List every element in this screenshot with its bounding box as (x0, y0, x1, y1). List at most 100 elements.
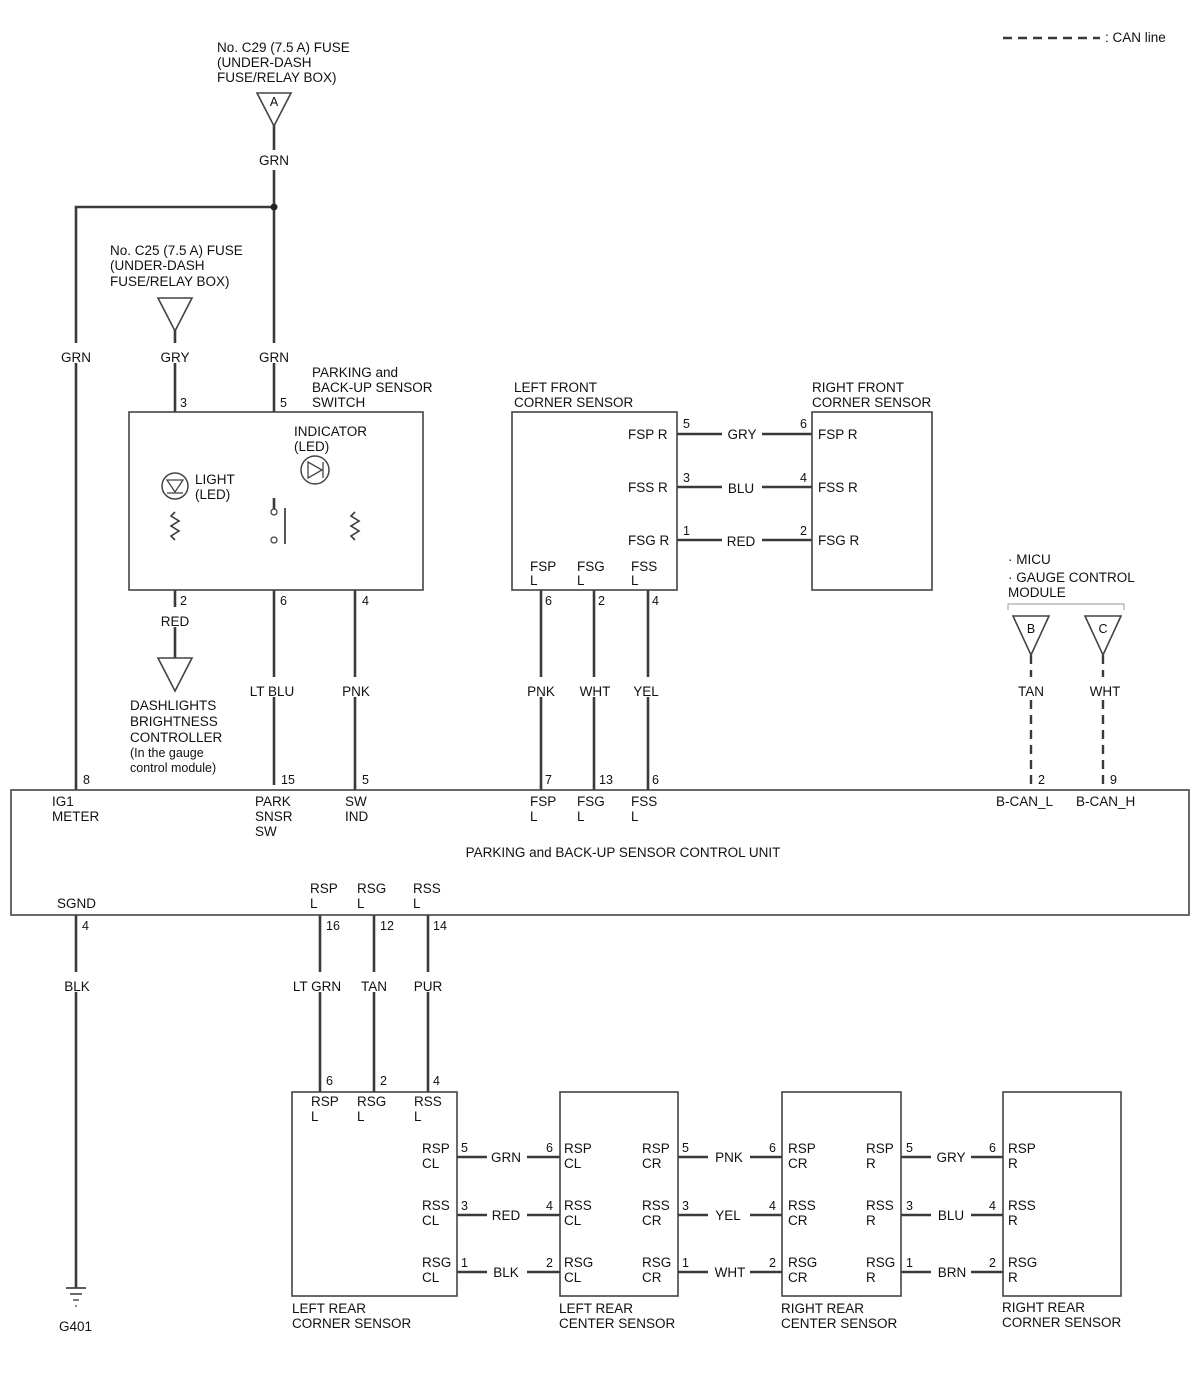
rear-wire-labels-3: GRY BLU BRN (931, 1147, 971, 1282)
resistor-icon (349, 511, 361, 541)
terminal-label: CR (642, 1270, 662, 1285)
fuse-c29: No. C29 (7.5 A) FUSE (UNDER-DASH FUSE/RE… (217, 40, 350, 128)
terminal-label: RSG (642, 1255, 671, 1270)
resistor-icon (169, 511, 181, 541)
wire-grn-ig1 (74, 205, 274, 790)
control-unit-title: PARKING and BACK-UP SENSOR CONTROL UNIT (466, 845, 781, 860)
terminal-label: RSS (422, 1198, 450, 1213)
dashlights-label: BRIGHTNESS (130, 714, 218, 729)
terminal-label: FSP R (628, 427, 668, 442)
terminal-label: CL (422, 1270, 440, 1285)
pin-label: 2 (1038, 773, 1045, 787)
ground-label: G401 (59, 1319, 92, 1334)
front-wire-labels: GRY BLU RED (722, 424, 762, 550)
pin-label: 6 (989, 1141, 996, 1155)
parking-backup-sensor-control-unit: 8 15 5 7 13 6 2 9 IG1 METER PARK SNSR SW… (10, 773, 1190, 933)
terminal-label: RSP (311, 1094, 339, 1109)
wire-label-gry: GRY (727, 427, 756, 442)
pin-label: 4 (433, 1074, 440, 1088)
terminal-label: RSG (422, 1255, 451, 1270)
terminal-label: RSS (564, 1198, 592, 1213)
pin-label: 2 (800, 524, 807, 538)
connector-b-label: B (1027, 622, 1035, 636)
micu-label: MODULE (1008, 585, 1066, 600)
terminal-label: RSP (310, 881, 338, 896)
wire-label-blk: BLK (64, 979, 90, 994)
pin-label: 5 (906, 1141, 913, 1155)
connector-c-triangle (1083, 615, 1123, 657)
light-label: LIGHT (195, 472, 235, 487)
wire-label-gry: GRY (160, 350, 189, 365)
terminal-label: SW (255, 824, 277, 839)
terminal-label: R (1008, 1156, 1018, 1171)
lower-wire-labels: BLK LT GRN TAN PUR (57, 972, 448, 994)
sensor-name: CORNER SENSOR (1002, 1315, 1122, 1330)
wire-label-pnk: PNK (527, 684, 555, 699)
wire-label-pur: PUR (414, 979, 443, 994)
junction-dot (270, 203, 278, 211)
pin-label: 15 (281, 773, 295, 787)
pin-label: 4 (362, 594, 369, 608)
fuse-c29-label: (UNDER-DASH (217, 55, 312, 70)
terminal-label: RSG (357, 1094, 386, 1109)
wire-label-red: RED (161, 614, 190, 629)
right-front-sensor-box (811, 411, 933, 591)
pin-label: 9 (1110, 773, 1117, 787)
terminal-label: L (631, 809, 639, 824)
sensor-name: CORNER SENSOR (292, 1316, 412, 1331)
terminal-label: CL (564, 1270, 582, 1285)
sensor-name: RIGHT FRONT (812, 380, 904, 395)
terminal-label: FSS (631, 559, 657, 574)
terminal-label: L (357, 1109, 365, 1124)
pin-label: 13 (599, 773, 613, 787)
right-rear-center-sensor: 6 4 2 RSP CR RSS CR RSG CR RSP R RSS R R… (769, 1091, 913, 1331)
micu-bracket (1007, 603, 1125, 610)
right-rear-center-box (781, 1091, 902, 1297)
pin-label: 6 (800, 417, 807, 431)
terminal-label: RSP (564, 1141, 592, 1156)
wire-label-blu: BLU (938, 1208, 964, 1223)
pin-label: 3 (683, 471, 690, 485)
terminal-label: RSG (357, 881, 386, 896)
terminal-label: FSS R (818, 480, 858, 495)
wire-label-tan: TAN (361, 979, 387, 994)
connector-b-triangle (1011, 615, 1051, 657)
terminal-label: CL (422, 1156, 440, 1171)
wire-label-ltgrn: LT GRN (293, 979, 341, 994)
wire-label-grn: GRN (259, 350, 289, 365)
terminal-label: L (414, 1109, 422, 1124)
fuse-c25-triangle (156, 297, 194, 333)
fuse-c25-label: No. C25 (7.5 A) FUSE (110, 243, 243, 258)
terminal-label: CR (642, 1213, 662, 1228)
legend-can-line-label: : CAN line (1105, 30, 1166, 45)
terminal-label: CL (422, 1213, 440, 1228)
terminal-label: L (311, 1109, 319, 1124)
left-rear-corner-sensor: RSP L RSG L RSS L RSP CL RSS CL RSG CL 5… (291, 1091, 468, 1331)
terminal-label: RSS (642, 1198, 670, 1213)
micu-gauge-control-module: · MICU · GAUGE CONTROL MODULE B C (1007, 552, 1135, 657)
terminal-label: R (866, 1156, 876, 1171)
pin-label: 4 (800, 471, 807, 485)
sensor-name: LEFT REAR (292, 1301, 366, 1316)
wire-label-pnk: PNK (715, 1150, 743, 1165)
dashlights-label: DASHLIGHTS (130, 698, 216, 713)
terminal-label: SW (345, 794, 367, 809)
connector-a-label: A (270, 95, 279, 109)
terminal-label: RSP (866, 1141, 894, 1156)
ground-g401: G401 (59, 1287, 92, 1334)
terminal-label: RSG (788, 1255, 817, 1270)
terminal-label: CL (564, 1213, 582, 1228)
terminal-label: RSG (866, 1255, 895, 1270)
connector-c-label: C (1098, 622, 1107, 636)
terminal-label: RSP (642, 1141, 670, 1156)
pin-label: 2 (180, 594, 187, 608)
dashlights-brightness-controller: DASHLIGHTS BRIGHTNESS CONTROLLER (In the… (130, 657, 223, 775)
pin-label: 4 (546, 1199, 553, 1213)
wire-label-grn: GRN (259, 153, 289, 168)
indicator-label: (LED) (294, 439, 329, 454)
switch-title: SWITCH (312, 395, 365, 410)
switch-title: BACK-UP SENSOR (312, 380, 433, 395)
terminal-label: R (1008, 1213, 1018, 1228)
sensor-name: CORNER SENSOR (514, 395, 634, 410)
terminal-label: CL (564, 1156, 582, 1171)
